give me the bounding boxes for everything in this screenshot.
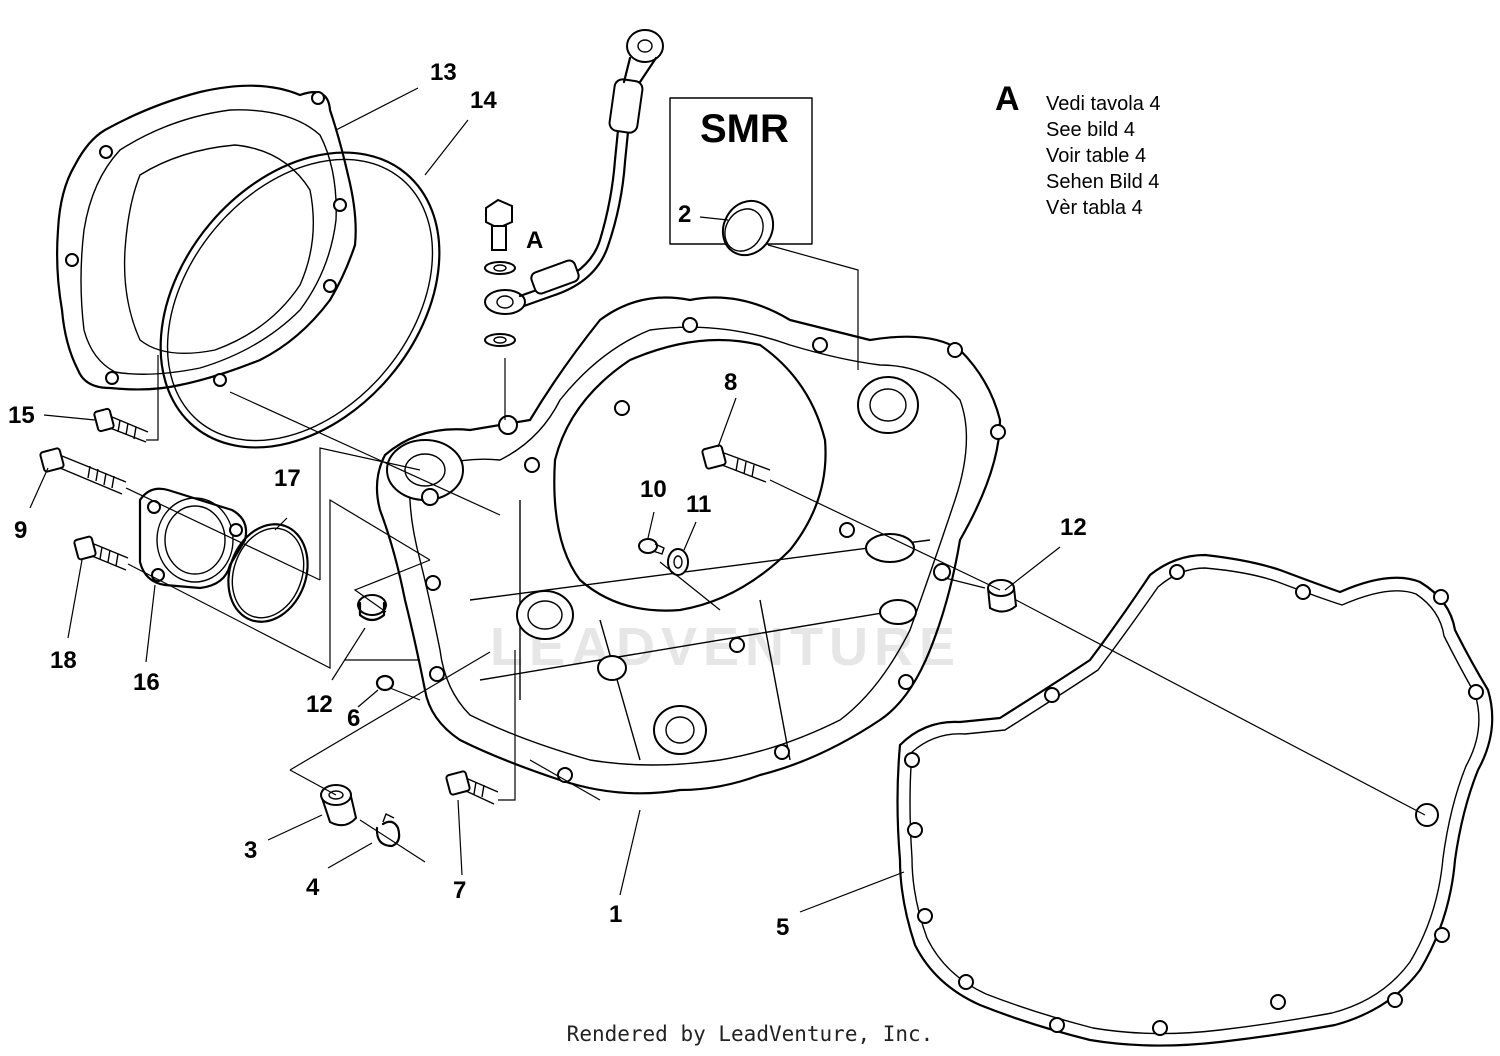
callout-6: 6 bbox=[347, 705, 360, 732]
callout-9: 9 bbox=[14, 517, 27, 544]
banjo-bolt-assembly[interactable] bbox=[484, 29, 664, 347]
note-line-1: Vedi tavola 4 bbox=[1046, 93, 1161, 115]
callout-12-right: 12 bbox=[1060, 514, 1087, 541]
part-3-bushing[interactable] bbox=[320, 784, 358, 827]
note-line-5: Vèr tabla 4 bbox=[1046, 197, 1143, 219]
callout-7: 7 bbox=[453, 877, 466, 904]
callout-10: 10 bbox=[640, 476, 667, 503]
part-16-flange-cover[interactable] bbox=[138, 487, 248, 590]
part-6-clip[interactable] bbox=[375, 674, 395, 692]
part-2-plug[interactable] bbox=[713, 192, 783, 264]
smr-title: SMR bbox=[700, 107, 789, 151]
part-4-clamp[interactable] bbox=[375, 813, 401, 848]
callout-13: 13 bbox=[430, 59, 457, 86]
callout-4: 4 bbox=[306, 874, 320, 901]
note-a: A Vedi tavola 4 See bild 4 Voir table 4 … bbox=[995, 80, 1161, 219]
note-line-2: See bild 4 bbox=[1046, 119, 1135, 141]
callout-17: 17 bbox=[274, 465, 301, 492]
part-7-bolt[interactable] bbox=[445, 770, 499, 805]
note-letter: A bbox=[995, 80, 1020, 118]
leader-lines bbox=[29, 87, 1061, 913]
part-5-gasket[interactable] bbox=[896, 553, 1494, 1047]
callout-15: 15 bbox=[8, 402, 35, 429]
part-8-bolt[interactable] bbox=[701, 444, 771, 483]
part-12-dowel-right[interactable] bbox=[986, 579, 1018, 613]
part-17-oring[interactable] bbox=[215, 513, 321, 633]
callout-3: 3 bbox=[244, 837, 257, 864]
part-12-dowel-left[interactable] bbox=[357, 594, 387, 622]
part-1-crankcase-cover[interactable] bbox=[375, 296, 1006, 795]
note-line-3: Voir table 4 bbox=[1046, 145, 1146, 167]
callout-2: 2 bbox=[678, 201, 691, 228]
callout-labels: 13 14 15 9 18 16 17 2 8 10 11 12 12 6 3 … bbox=[8, 59, 1087, 941]
part-18-bolt[interactable] bbox=[73, 535, 129, 571]
assembly-guide-lines bbox=[125, 244, 1426, 863]
part-13-outer-cover[interactable] bbox=[56, 84, 357, 391]
callout-5: 5 bbox=[776, 914, 789, 941]
callout-11: 11 bbox=[686, 491, 711, 518]
callout-A: A bbox=[526, 227, 543, 254]
callout-16: 16 bbox=[133, 669, 160, 696]
part-11-washer[interactable] bbox=[667, 548, 689, 576]
part-15-bolt[interactable] bbox=[93, 407, 149, 443]
callout-18: 18 bbox=[50, 647, 77, 674]
note-line-4: Sehen Bild 4 bbox=[1046, 171, 1159, 193]
callout-12-left: 12 bbox=[306, 691, 333, 718]
callout-8: 8 bbox=[724, 369, 737, 396]
part-9-long-bolt[interactable] bbox=[39, 447, 127, 495]
part-10-screw[interactable] bbox=[638, 538, 665, 555]
callout-14: 14 bbox=[470, 87, 497, 114]
footer-credit: Rendered by LeadVenture, Inc. bbox=[566, 1022, 934, 1046]
smr-box: SMR bbox=[669, 97, 813, 245]
part-14-oring-gasket[interactable] bbox=[104, 98, 497, 502]
callout-1: 1 bbox=[609, 901, 622, 928]
